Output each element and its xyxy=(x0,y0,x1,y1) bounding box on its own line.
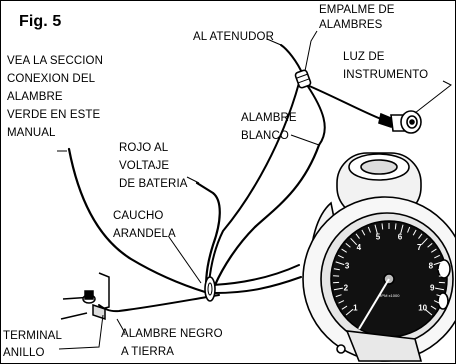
dial-number: 6 xyxy=(398,232,403,241)
wire-splice xyxy=(294,69,312,89)
dial-tick xyxy=(333,287,343,291)
dial-tick xyxy=(335,294,342,298)
leader-luz xyxy=(414,80,452,114)
dial-tick xyxy=(407,226,411,233)
dial-tick xyxy=(434,254,441,259)
dial-number: 10 xyxy=(418,303,427,312)
label-blanco-line2: BLANCO xyxy=(241,130,289,142)
dial-number: 7 xyxy=(417,243,422,252)
label-rojo-line3: DE BATERIA xyxy=(119,178,188,190)
dial-tick xyxy=(418,233,423,239)
dial-tick xyxy=(433,300,440,304)
label-caucho-line1: CAUCHO xyxy=(113,210,164,222)
label-luz-line1: LUZ DE xyxy=(343,51,385,63)
dimmer-wire xyxy=(280,44,304,76)
label-negro-line2: A TIERRA xyxy=(121,346,174,358)
dial-tick xyxy=(436,294,443,298)
label-rojo-line1: ROJO AL xyxy=(119,142,169,154)
dial-tick xyxy=(412,229,417,236)
dial-number: 2 xyxy=(344,284,349,293)
label-vea-line5: MANUAL xyxy=(7,127,56,139)
dial-tick xyxy=(337,254,344,259)
dial-tick xyxy=(341,305,348,310)
dial-tick xyxy=(361,229,366,236)
leader-negro xyxy=(116,318,126,334)
dial-text: RPM x1000 xyxy=(379,293,401,298)
leader-terminal xyxy=(58,314,104,350)
label-blanco-line1: ALAMBRE xyxy=(241,112,297,124)
dial-tick xyxy=(424,308,433,316)
tachometer xyxy=(302,152,455,362)
label-terminal-line2: ANILLO xyxy=(3,347,45,359)
ring-terminal xyxy=(60,272,110,321)
dial-number: 3 xyxy=(345,262,350,271)
label-al-atenudor: AL ATENUDOR xyxy=(193,31,274,43)
white-wire-upper-b xyxy=(306,84,326,146)
leader-atenudor xyxy=(266,38,282,46)
dial-tick xyxy=(400,224,404,234)
dial-tick xyxy=(435,287,445,291)
dial-tick xyxy=(341,248,347,253)
dial-tick xyxy=(374,224,378,234)
wire-to-gauge-2 xyxy=(212,264,300,286)
dial-tick xyxy=(438,268,445,271)
label-vea-line4: VERDE EN ESTE xyxy=(7,109,101,121)
red-wire xyxy=(195,181,221,290)
dial-number: 4 xyxy=(357,243,362,252)
dial-tick xyxy=(433,261,443,266)
dial-tick xyxy=(427,243,433,248)
label-terminal-line1: TERMINAL xyxy=(3,330,62,342)
dial-tick xyxy=(345,243,351,248)
label-empalme-line2: ALAMBRES xyxy=(319,19,383,31)
dial-ticks xyxy=(333,223,445,316)
ground-wire xyxy=(98,294,220,313)
dial-tick xyxy=(338,300,345,304)
dial-tick xyxy=(430,305,437,310)
label-negro-line1: ALAMBRE NEGRO xyxy=(121,328,223,340)
dial-tick xyxy=(431,248,437,253)
dial-number: 9 xyxy=(430,284,435,293)
lamp-wire xyxy=(306,84,382,120)
dial-tick xyxy=(350,237,358,246)
label-vea-line1: VEA LA SECCION xyxy=(7,55,103,67)
label-caucho-line2: ARANDELA xyxy=(113,228,176,240)
leader-caucho xyxy=(168,236,202,284)
gauge-needle xyxy=(358,278,390,330)
dial-tick xyxy=(333,268,340,271)
label-empalme-line1: EMPALME DE xyxy=(319,4,395,16)
label-vea-line2: CONEXION DEL xyxy=(7,73,96,85)
dial-tick xyxy=(420,237,428,246)
dial-tick xyxy=(335,261,345,266)
white-wire-upper-a xyxy=(208,82,300,284)
label-vea-line3: ALAMBRE xyxy=(7,91,63,103)
dial-tick xyxy=(345,308,354,316)
label-luz-line2: INSTRUMENTO xyxy=(343,69,429,81)
wire-to-gauge xyxy=(214,276,302,294)
dial-number: 5 xyxy=(376,232,381,241)
dial-tick xyxy=(355,233,360,239)
dial-tick xyxy=(394,223,397,230)
label-rojo-line2: VOLTAJE xyxy=(119,160,170,172)
leader-empalme xyxy=(304,30,318,72)
dial-number: 8 xyxy=(429,262,434,271)
instrument-light-bulb xyxy=(378,110,422,134)
dial-number: 1 xyxy=(353,303,358,312)
white-wire xyxy=(213,143,321,287)
gauge-base xyxy=(345,330,423,362)
green-wire xyxy=(67,147,207,294)
leader-blanco xyxy=(290,134,320,146)
dial-tick xyxy=(381,223,384,230)
leader-rojo xyxy=(186,176,200,184)
dial-tick xyxy=(367,226,371,233)
rubber-grommet xyxy=(204,276,216,302)
dial-numbers: 1 2 3 4 5 6 7 8 9 10 xyxy=(344,232,435,312)
figure-title: Fig. 5 xyxy=(19,13,62,30)
